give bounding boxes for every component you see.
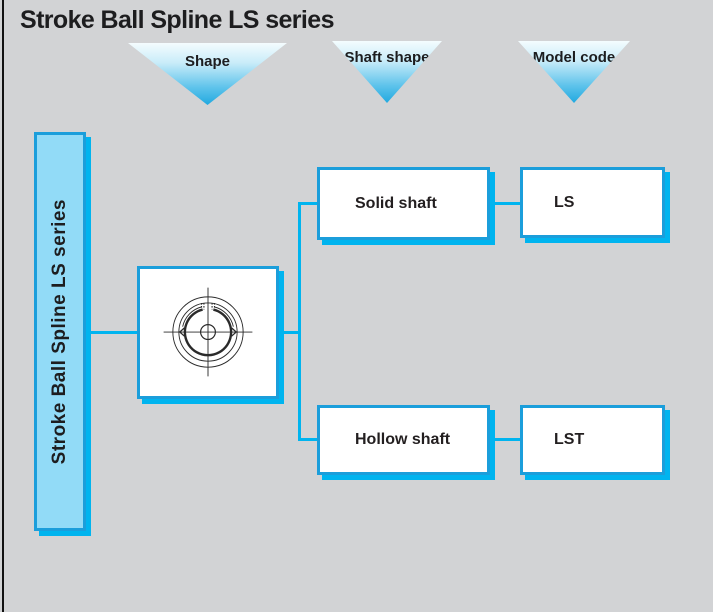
model-code-label-lst: LST [554, 431, 585, 448]
shaft-shape-label-hollow: Hollow shaft [355, 431, 451, 448]
funnel-arrow-shaft-shape: Shaft shape [332, 41, 442, 103]
connector-shape-to-branch [277, 331, 301, 334]
funnel-arrow-model-code-label: Model code [532, 49, 616, 66]
connector-branch-vertical [298, 202, 301, 441]
page-title: Stroke Ball Spline LS series [20, 6, 334, 34]
shape-box [137, 266, 279, 399]
shaft-shape-box-solid: Solid shaft [317, 167, 490, 240]
series-bar: Stroke Ball Spline LS series [34, 132, 86, 531]
series-bar-label: Stroke Ball Spline LS series [49, 198, 70, 465]
connector-branch-to-solid [298, 202, 320, 205]
connector-solid-to-ls [488, 202, 523, 205]
connector-branch-to-hollow [298, 438, 320, 441]
ball-spline-cross-section-icon [163, 287, 253, 377]
model-code-label-ls: LS [554, 193, 575, 211]
connector-hollow-to-lst [488, 438, 523, 441]
funnel-arrow-shaft-shape-label: Shaft shape [344, 49, 430, 66]
funnel-arrow-shape-label: Shape [184, 53, 230, 70]
model-code-box-ls: LS [520, 167, 665, 238]
funnel-arrow-model-code: Model code [518, 41, 630, 103]
shaft-shape-box-hollow: Hollow shaft [317, 405, 490, 475]
funnel-arrow-shape: Shape [128, 43, 287, 105]
model-code-box-lst: LST [520, 405, 665, 475]
page-left-rule [2, 0, 4, 612]
connector-bar-to-shape [86, 331, 139, 334]
shaft-shape-label-solid: Solid shaft [355, 194, 437, 212]
